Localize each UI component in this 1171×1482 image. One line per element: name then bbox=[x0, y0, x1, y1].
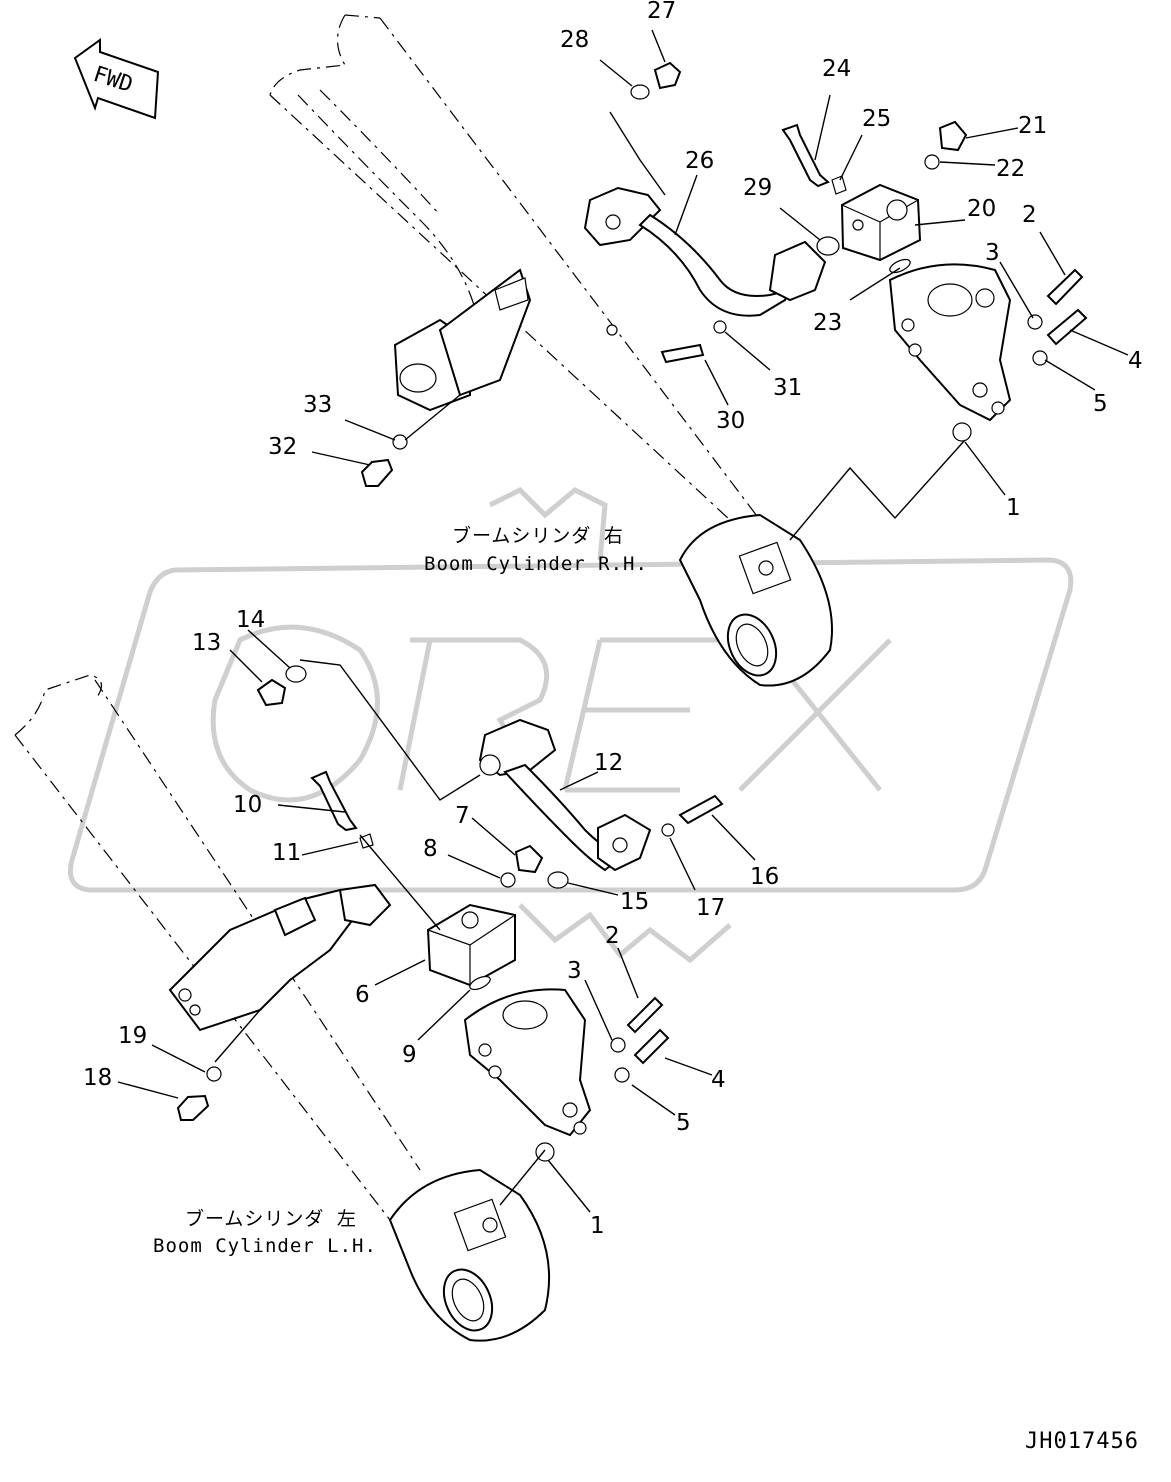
callout-10: 10 bbox=[233, 792, 262, 818]
callout-16: 16 bbox=[750, 864, 779, 890]
block-20 bbox=[840, 183, 922, 262]
washer-19-icon bbox=[206, 1066, 222, 1082]
lower-small-parts bbox=[176, 665, 724, 1162]
callout-14: 14 bbox=[236, 607, 265, 633]
callout-13: 13 bbox=[192, 630, 221, 656]
callout-17: 17 bbox=[696, 895, 725, 921]
bolt-4a-icon bbox=[1046, 308, 1088, 346]
bolt-4b-icon bbox=[633, 1028, 670, 1065]
o-ring-8-icon bbox=[500, 872, 516, 888]
caption-rh-en: Boom Cylinder R.H. bbox=[424, 553, 648, 575]
callout-24: 24 bbox=[822, 56, 851, 82]
watermark-logo bbox=[68, 486, 1074, 964]
caption-lh-jp: ブームシリンダ 左 bbox=[185, 1207, 357, 1230]
callout-9: 9 bbox=[402, 1042, 417, 1068]
callout-15: 15 bbox=[620, 889, 649, 915]
o-ring-9-icon bbox=[469, 975, 491, 991]
boom-cylinder-lh bbox=[14, 674, 551, 1342]
caption-lh-en: Boom Cylinder L.H. bbox=[153, 1235, 377, 1257]
bolt-2a-icon bbox=[1046, 268, 1084, 306]
washer-31-icon bbox=[713, 320, 727, 334]
caption-rh-jp: ブームシリンダ 右 bbox=[452, 524, 624, 547]
o-ring-1a-icon bbox=[952, 422, 972, 442]
washer-3a-icon bbox=[1027, 314, 1043, 330]
callout-8: 8 bbox=[423, 836, 438, 862]
bolt-18-icon bbox=[176, 1094, 210, 1121]
nut-5a-icon bbox=[1032, 350, 1048, 366]
callout-5-upper: 5 bbox=[1093, 391, 1108, 417]
callout-30: 30 bbox=[716, 408, 745, 434]
callout-31: 31 bbox=[773, 375, 802, 401]
callout-32: 32 bbox=[268, 434, 297, 460]
o-ring-28-icon bbox=[630, 84, 650, 100]
lower-mount-bracket bbox=[168, 883, 392, 1032]
plug-7-icon bbox=[514, 844, 544, 874]
upper-mount-bracket bbox=[393, 268, 618, 412]
callout-19: 19 bbox=[118, 1023, 147, 1049]
callout-11: 11 bbox=[272, 840, 301, 866]
callout-21: 21 bbox=[1018, 113, 1047, 139]
callout-2-upper: 2 bbox=[1022, 202, 1037, 228]
callout-labels: 27 28 24 21 25 22 26 29 20 2 3 23 4 5 31… bbox=[83, 0, 1143, 1239]
plug-13-icon bbox=[256, 678, 287, 707]
nut-5b-icon bbox=[614, 1067, 630, 1083]
callout-4-upper: 4 bbox=[1128, 348, 1143, 374]
callout-22: 22 bbox=[996, 156, 1025, 182]
drawing-code: JH017456 bbox=[1025, 1429, 1139, 1454]
callout-23: 23 bbox=[813, 310, 842, 336]
o-ring-29-icon bbox=[816, 236, 840, 256]
upper-small-parts bbox=[360, 61, 1088, 487]
bolt-16-icon bbox=[678, 794, 724, 825]
o-ring-23-icon bbox=[889, 258, 911, 274]
bolt-30-icon bbox=[660, 343, 705, 364]
washer-33-icon bbox=[392, 434, 408, 450]
callout-4-lower: 4 bbox=[711, 1067, 726, 1093]
callout-3-upper: 3 bbox=[985, 240, 1000, 266]
callout-18: 18 bbox=[83, 1065, 112, 1091]
washer-25-icon bbox=[831, 175, 847, 195]
callout-7: 7 bbox=[455, 803, 470, 829]
washer-11-icon bbox=[359, 833, 374, 849]
plug-27-icon bbox=[653, 61, 682, 90]
bolt-24-icon bbox=[781, 123, 830, 188]
callout-29: 29 bbox=[743, 175, 772, 201]
callout-28: 28 bbox=[560, 27, 589, 53]
valve-lower bbox=[463, 988, 592, 1137]
valve-upper bbox=[888, 263, 1012, 422]
fwd-arrow-icon: FWD bbox=[73, 38, 160, 120]
tube-12 bbox=[478, 718, 652, 872]
callout-3-lower: 3 bbox=[567, 958, 582, 984]
callout-12: 12 bbox=[594, 750, 623, 776]
o-ring-22-icon bbox=[924, 154, 940, 170]
callout-26: 26 bbox=[685, 148, 714, 174]
captions: ブームシリンダ 右 Boom Cylinder R.H. ブームシリンダ 左 B… bbox=[153, 524, 648, 1257]
callout-20: 20 bbox=[967, 196, 996, 222]
boom-cylinder-rh bbox=[269, 14, 833, 687]
callout-27: 27 bbox=[647, 0, 676, 24]
callout-25: 25 bbox=[862, 106, 891, 132]
callout-2-lower: 2 bbox=[605, 923, 620, 949]
tube-26 bbox=[583, 186, 827, 317]
o-ring-14-icon bbox=[285, 665, 307, 683]
callout-1-upper: 1 bbox=[1006, 495, 1021, 521]
bolt-10-icon bbox=[310, 770, 358, 832]
bolt-32-icon bbox=[360, 458, 394, 487]
callout-1-lower: 1 bbox=[590, 1213, 605, 1239]
bolt-2b-icon bbox=[626, 996, 664, 1034]
washer-3b-icon bbox=[610, 1037, 626, 1053]
plug-21-icon bbox=[938, 120, 968, 152]
o-ring-15-icon bbox=[547, 871, 569, 889]
leader-lines bbox=[117, 29, 1129, 1213]
block-6 bbox=[426, 903, 516, 987]
washer-17-icon bbox=[661, 823, 675, 837]
callout-33: 33 bbox=[303, 392, 332, 418]
callout-6: 6 bbox=[355, 982, 370, 1008]
callout-5-lower: 5 bbox=[676, 1110, 691, 1136]
